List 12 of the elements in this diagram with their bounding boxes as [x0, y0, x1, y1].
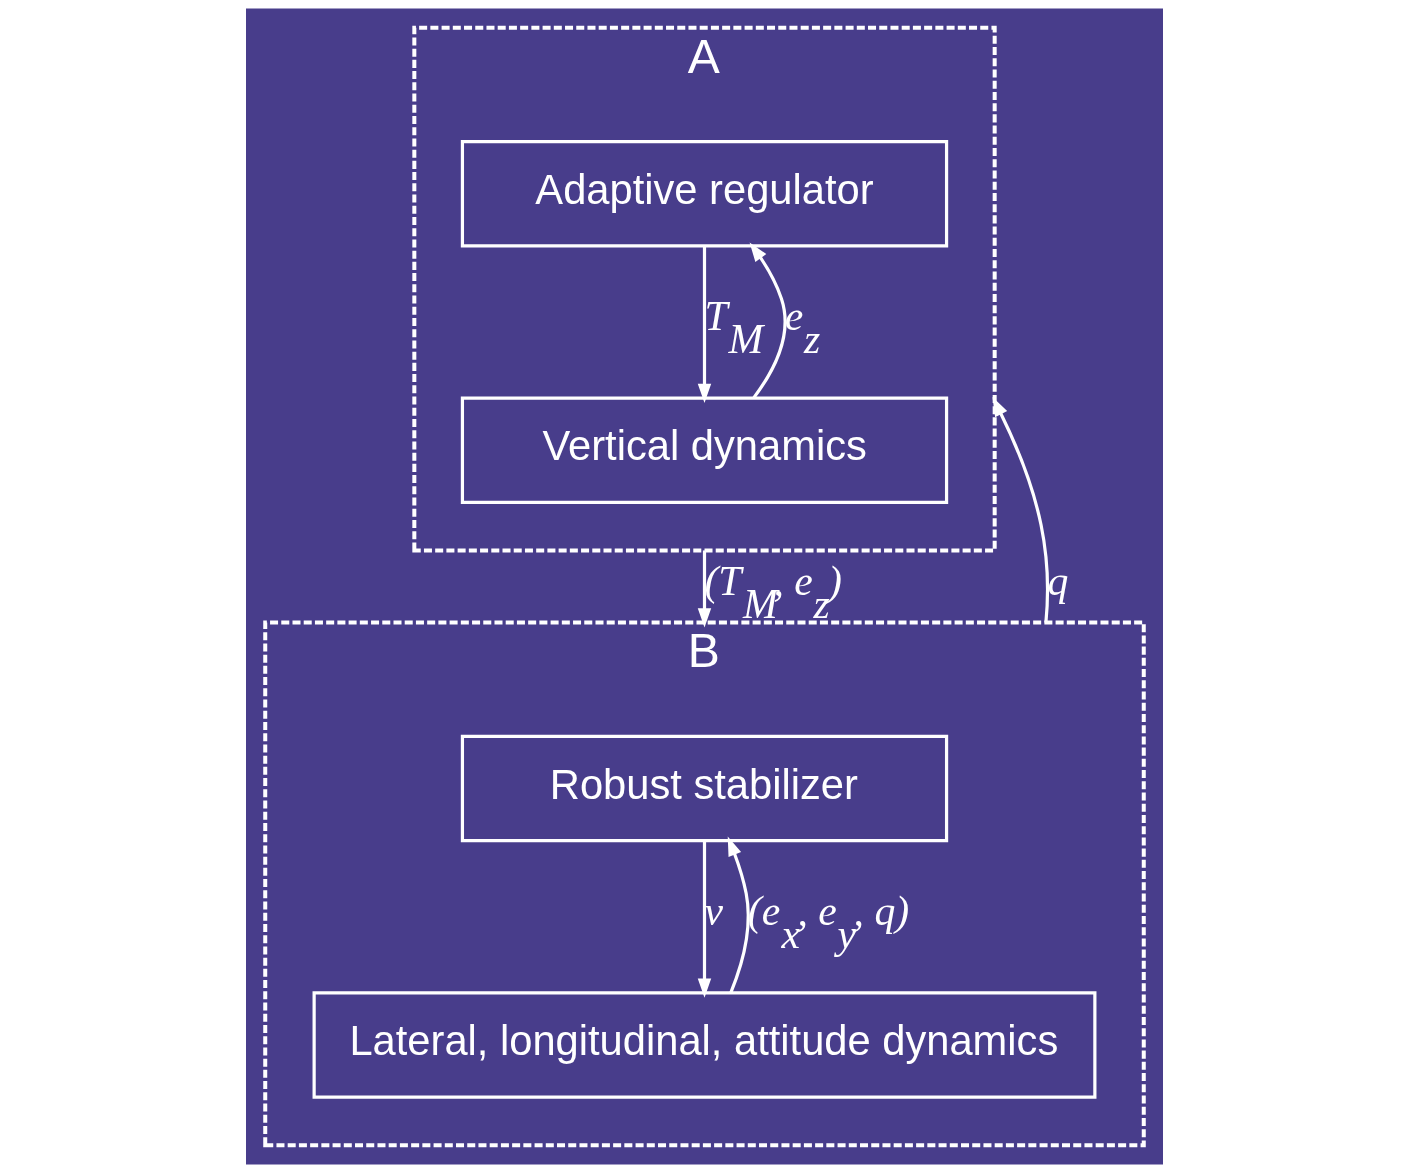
- edge-label: q: [1047, 558, 1069, 604]
- arrow: [697, 246, 712, 403]
- edge-label: v: [704, 888, 723, 935]
- node-box: Robust stabilizer: [460, 734, 949, 843]
- arrow: [749, 242, 787, 399]
- arrow: [992, 396, 1050, 623]
- node-box: Lateral, longitudinal, attitude dynamics: [312, 991, 1097, 1099]
- arrow: [697, 840, 712, 998]
- arrow: [697, 550, 712, 628]
- arrow: [727, 836, 750, 994]
- node-box: Vertical dynamics: [460, 396, 949, 504]
- node-box: Adaptive regulator: [460, 140, 949, 248]
